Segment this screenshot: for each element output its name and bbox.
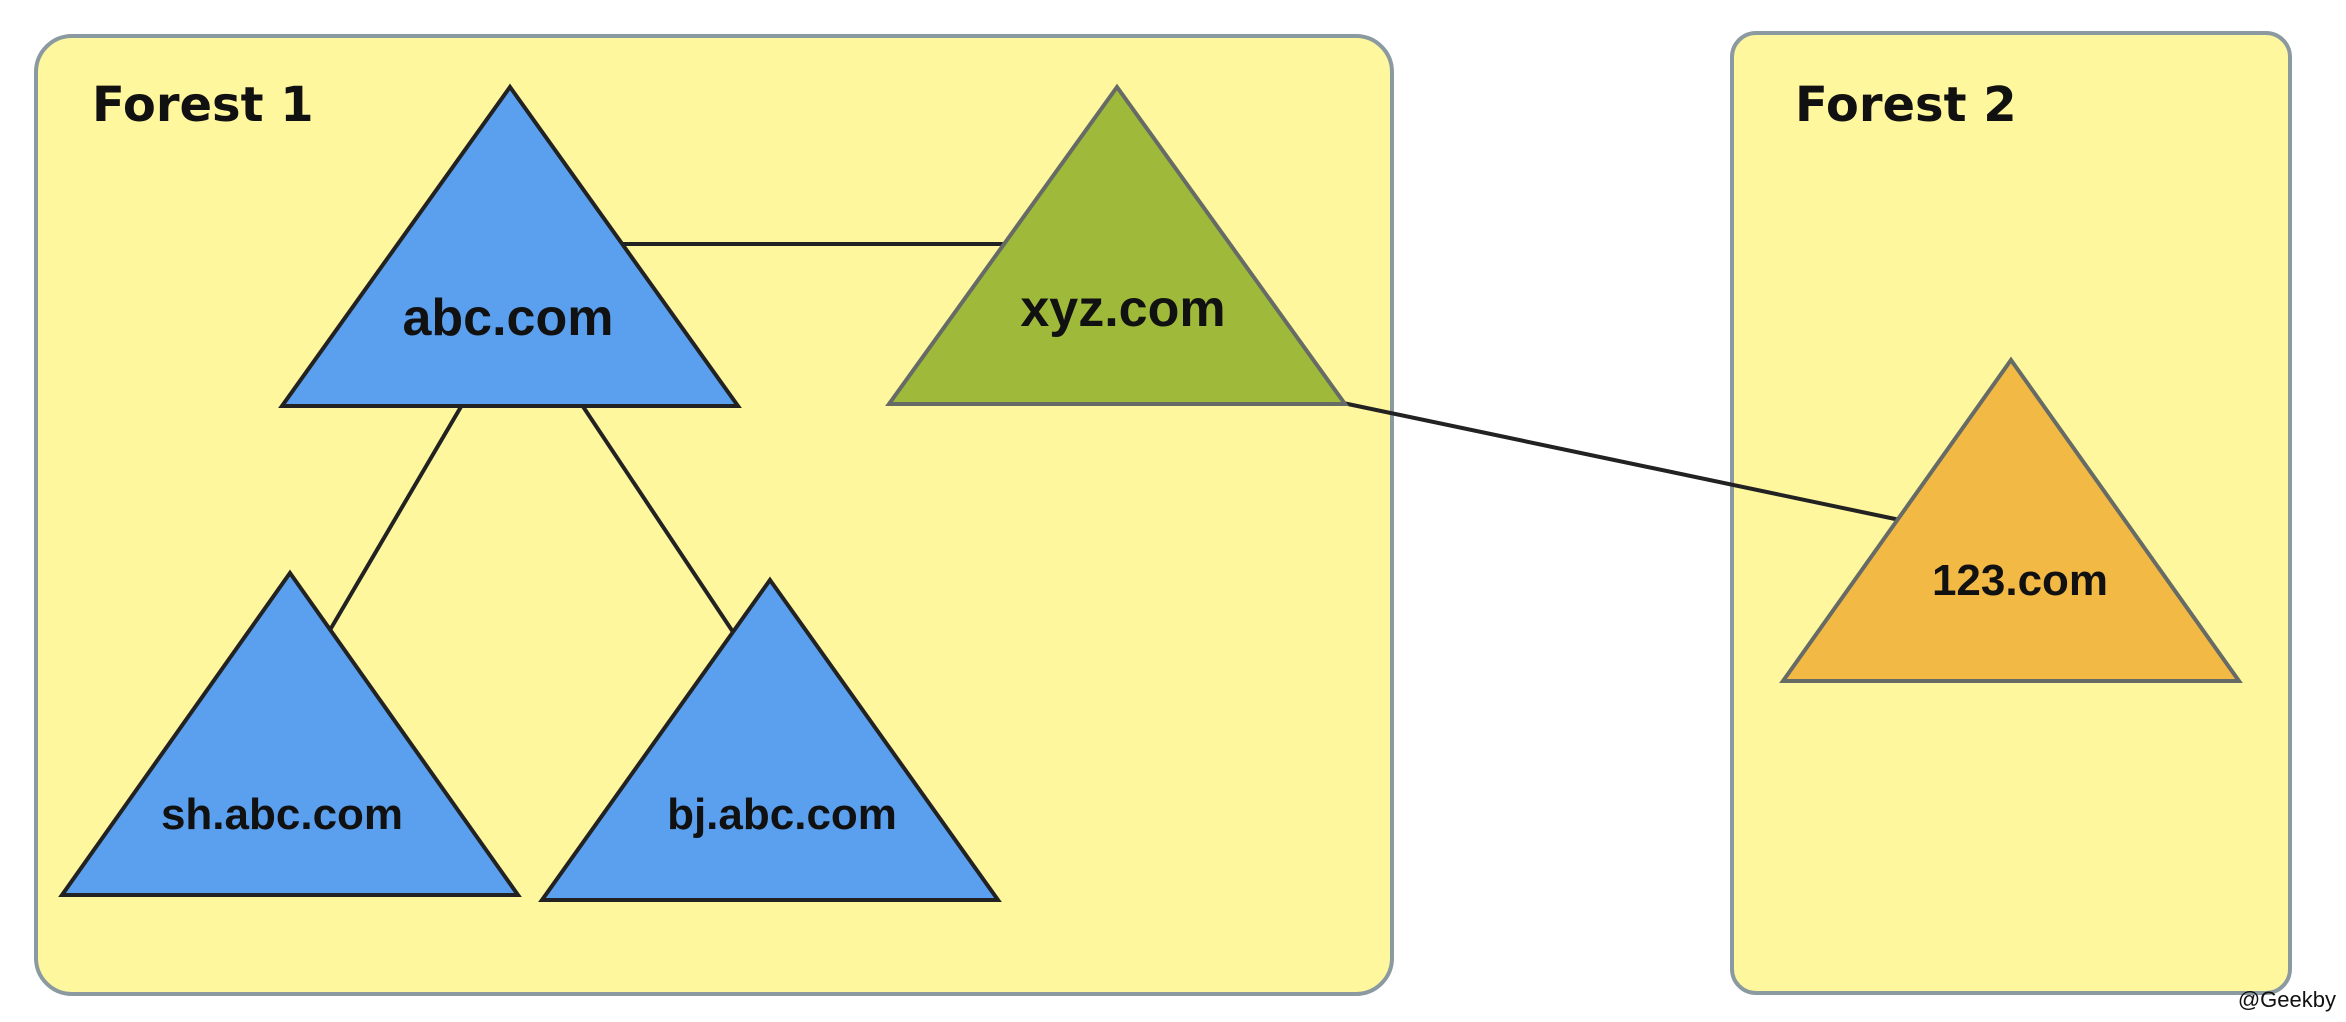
domain-xyz-label: xyz.com [1020,280,1225,338]
watermark-text: @Geekby [2238,987,2336,1012]
domain-bj-label: bj.abc.com [667,790,897,839]
domain-sh-triangle [58,569,522,897]
trust-line-xyz-123 [1342,401,1901,522]
domain-123: 123.com [1779,356,2243,683]
forest-1-title: Forest 1 [92,77,314,133]
trust-line-abc-sh [328,403,464,632]
domain-bj: bj.abc.com [538,576,1002,902]
domain-123-label: 123.com [1932,556,2108,605]
domain-abc: abc.com [278,83,742,408]
domain-xyz: xyz.com [885,83,1349,406]
domain-abc-triangle [278,83,742,408]
domain-sh: sh.abc.com [58,569,522,897]
domain-sh-label: sh.abc.com [161,790,403,839]
domain-bj-triangle [538,576,1002,902]
domain-xyz-triangle [885,83,1349,406]
domain-abc-label: abc.com [403,289,614,347]
forest-2-title: Forest 2 [1795,77,2017,133]
domain-123-triangle [1779,356,2243,683]
trust-line-abc-bj [580,403,737,637]
